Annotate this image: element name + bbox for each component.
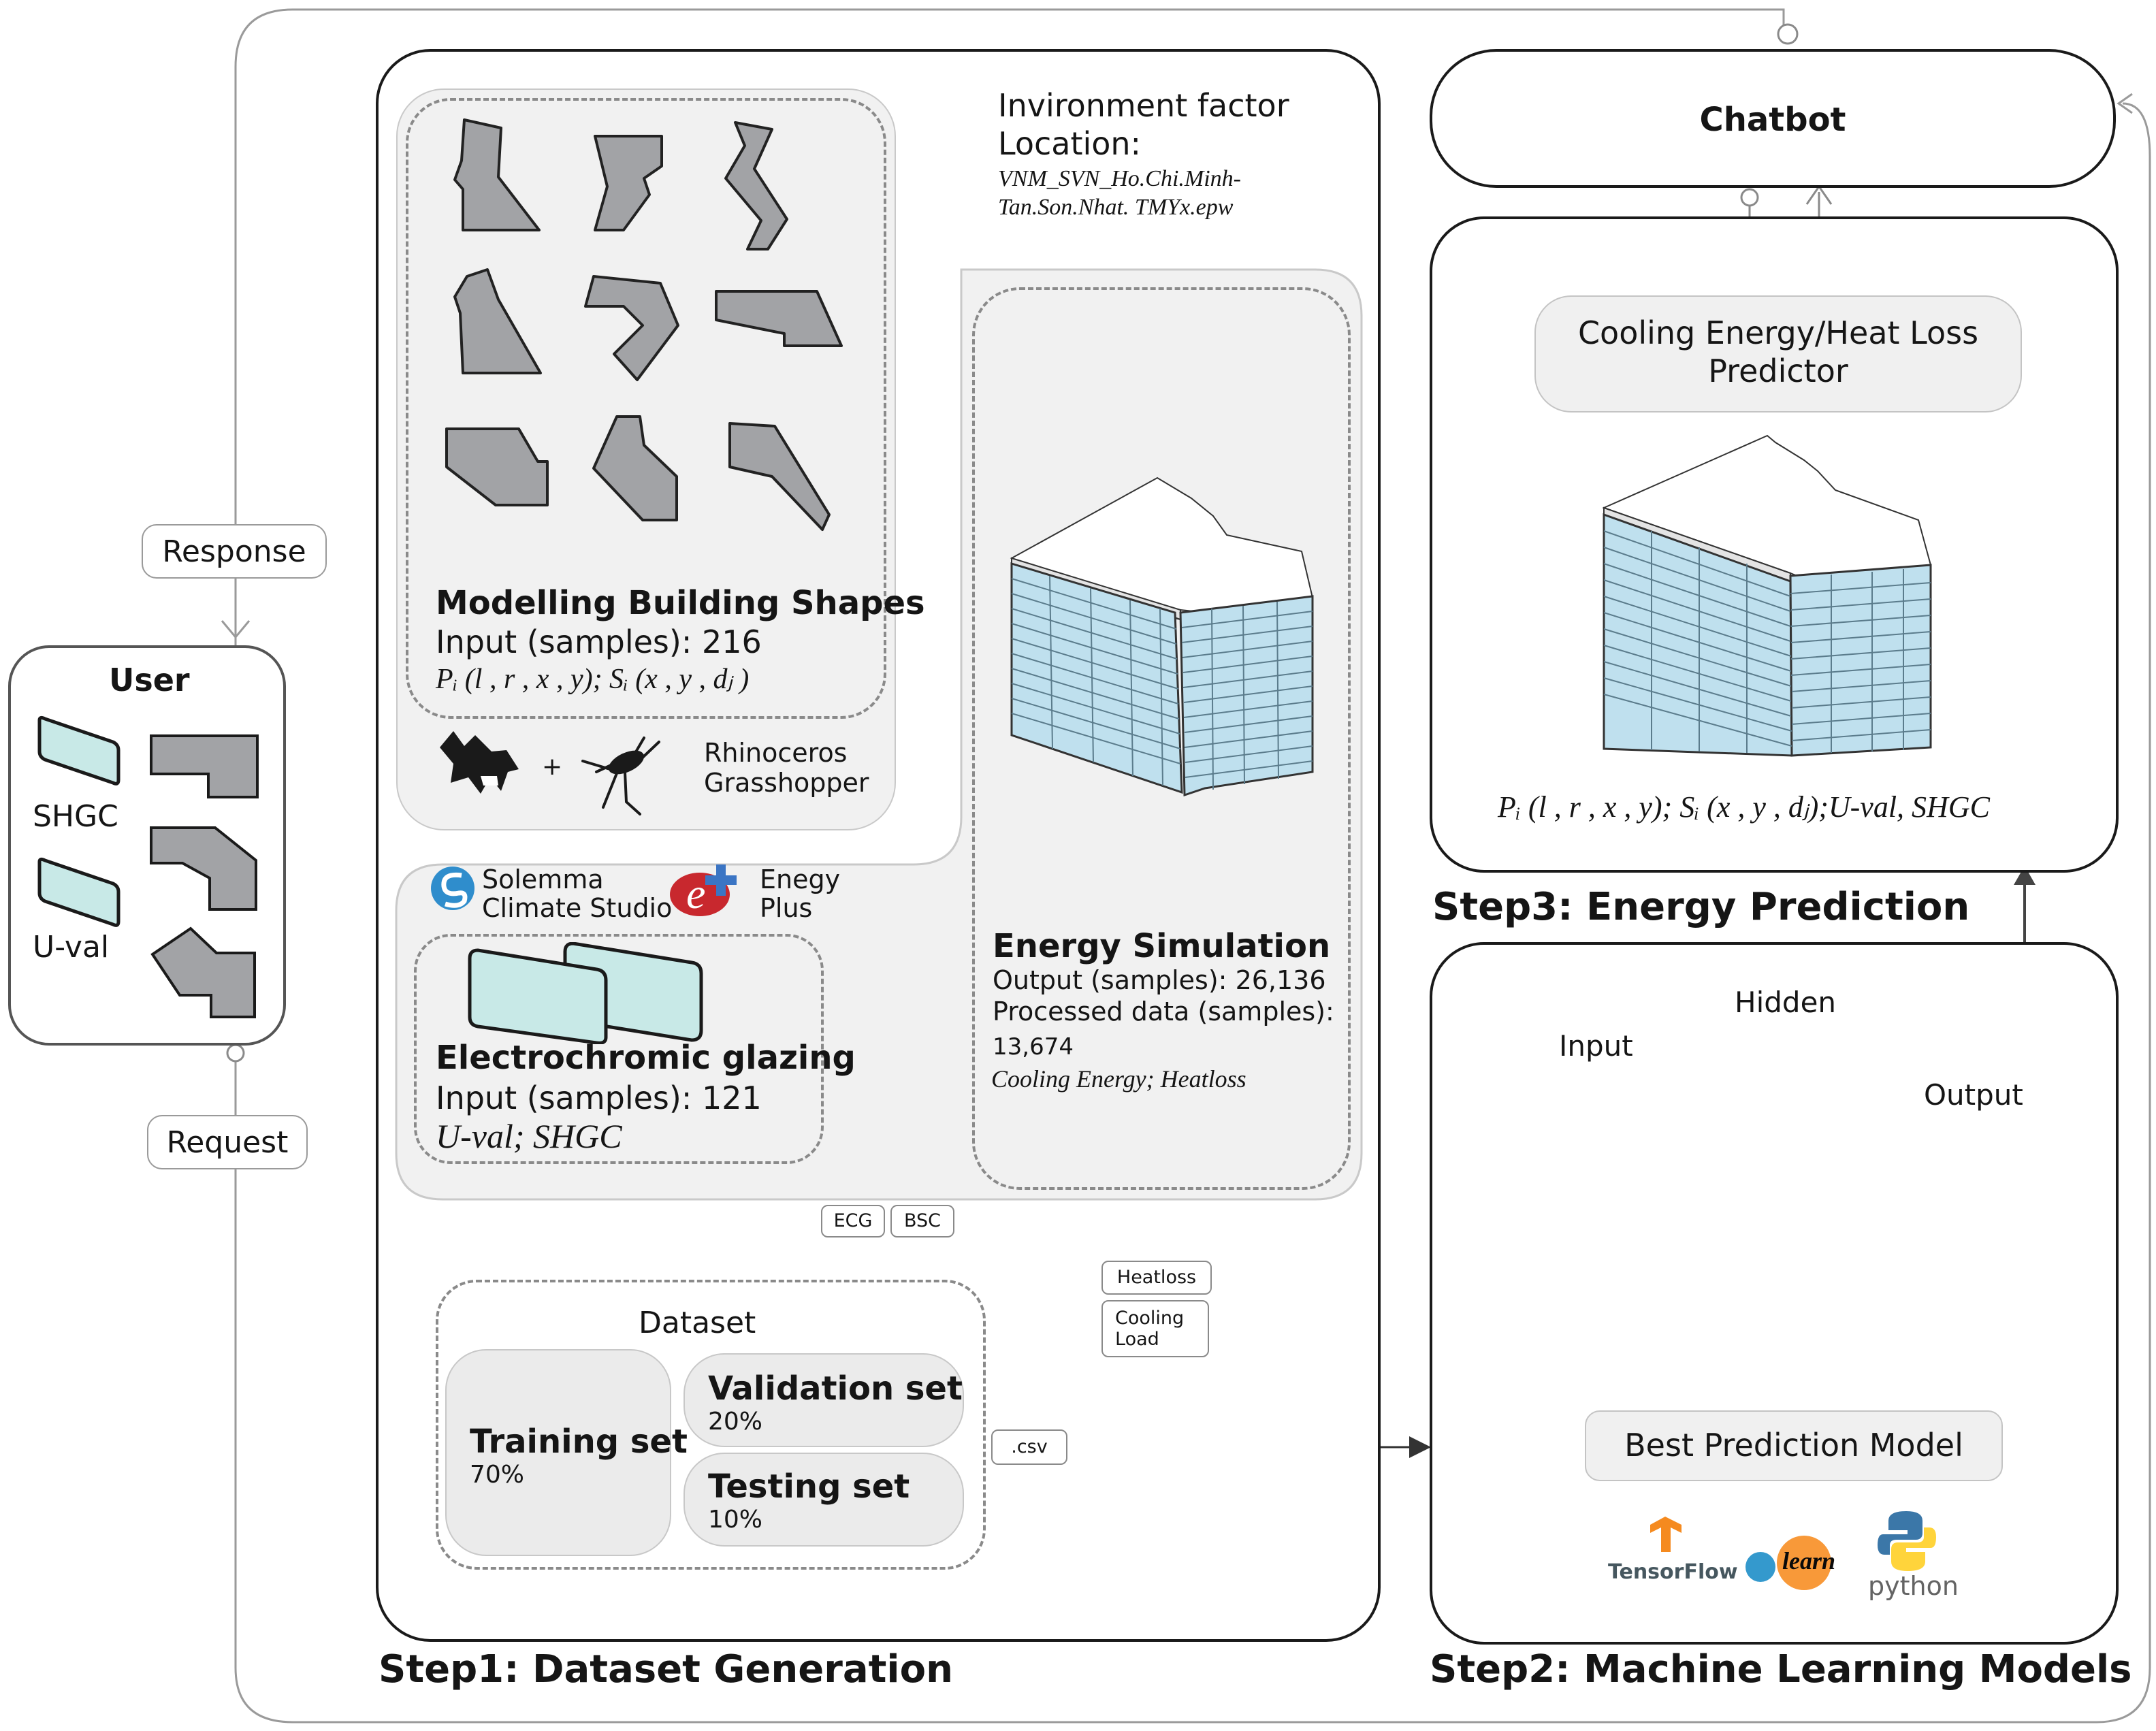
python-logo-icon xyxy=(1878,1511,1936,1571)
tensorflow-label: TensorFlow xyxy=(1608,1560,1738,1584)
glazing-input: Input (samples): 121 xyxy=(436,1080,762,1116)
nn-hidden-label: Hidden xyxy=(1735,986,1837,1019)
cooling-load-tag: Cooling Load xyxy=(1101,1300,1209,1357)
rhino-logo-icon xyxy=(440,731,519,794)
python-label: python xyxy=(1868,1571,1959,1601)
prediction-building-image xyxy=(1602,434,1932,757)
csv-tag: .csv xyxy=(991,1429,1067,1465)
building-shape-grid xyxy=(445,118,843,531)
tensorflow-logo-icon xyxy=(1650,1517,1682,1552)
glazing-formula: U-val; SHGC xyxy=(436,1117,622,1155)
validation-set-box xyxy=(683,1353,964,1447)
grasshopper-logo-icon xyxy=(581,737,660,815)
chatbot-label: Chatbot xyxy=(1699,101,1846,139)
user-title: User xyxy=(109,662,190,698)
shapes-title: Modelling Building Shapes xyxy=(436,584,925,622)
dataset-title: Dataset xyxy=(639,1306,756,1340)
outer-loop-line xyxy=(234,8,2151,1724)
electrochromic-glazing-icon xyxy=(468,942,703,1044)
environment-title: Invironment factor xyxy=(998,87,1289,124)
sklearn-label: learn xyxy=(1782,1547,1836,1574)
best-model-label: Best Prediction Model xyxy=(1624,1427,1963,1463)
uval-glazing-icon xyxy=(37,857,120,927)
user-shape-1-icon xyxy=(150,734,259,798)
rhino-label: Rhinoceros xyxy=(704,738,848,768)
glazing-dashed-box xyxy=(414,934,824,1164)
location-label: Location: xyxy=(998,125,1142,162)
step3-formula: Pᵢ (l , r , x , y); Sᵢ (x , y , dⱼ);U-va… xyxy=(1498,790,1990,824)
nn-input-label: Input xyxy=(1559,1029,1633,1063)
user-shape-2-icon xyxy=(150,826,257,911)
validation-set-pct: 20% xyxy=(708,1408,763,1436)
simulation-building-image xyxy=(1010,476,1314,796)
step1-title: Step1: Dataset Generation xyxy=(379,1647,953,1692)
training-set-pct: 70% xyxy=(470,1461,525,1489)
solemma-logo-icon xyxy=(431,867,474,910)
testing-set-label: Testing set xyxy=(708,1468,910,1506)
testing-set-box xyxy=(683,1453,964,1547)
predictor-label-line1: Cooling Energy/Heat Loss xyxy=(1577,314,1979,351)
grasshopper-label: Grasshopper xyxy=(704,768,869,798)
testing-set-pct: 10% xyxy=(708,1506,763,1534)
simulation-output: Output (samples): 26,136 xyxy=(993,965,1326,995)
heatloss-tag: Heatloss xyxy=(1101,1261,1212,1295)
request-label: Request xyxy=(147,1115,308,1169)
simulation-outputs: Cooling Energy; Heatloss xyxy=(991,1065,1246,1093)
energyplus-label-line1: Enegy xyxy=(760,864,841,894)
predictor-label-line2: Predictor xyxy=(1708,353,1848,389)
simulation-processed-value: 13,674 xyxy=(993,1033,1074,1061)
weather-file-line2: Tan.Son.Nhat. TMYx.epw xyxy=(998,195,1234,220)
outer-loop-connector xyxy=(1777,23,1799,45)
predictor-box xyxy=(1534,295,2022,412)
step3-title: Step3: Energy Prediction xyxy=(1432,885,1970,929)
uval-label: U-val xyxy=(33,930,110,965)
simulation-dashed-box xyxy=(972,287,1351,1190)
best-model-box xyxy=(1585,1410,2003,1481)
step2-title: Step2: Machine Learning Models xyxy=(1430,1647,2132,1692)
energyplus-logo-icon: e xyxy=(670,864,737,918)
plus-sign: + xyxy=(542,753,563,781)
simulation-title: Energy Simulation xyxy=(993,927,1331,965)
response-arrow xyxy=(221,620,251,639)
response-label: Response xyxy=(142,524,327,579)
shgc-glazing-icon xyxy=(37,715,120,786)
bsc-tag: BSC xyxy=(890,1205,954,1237)
training-set-box xyxy=(445,1349,671,1556)
user-shape-3-icon xyxy=(150,926,256,1018)
weather-file-line1: VNM_SVN_Ho.Chi.Minh- xyxy=(998,166,1241,191)
step2-panel xyxy=(1430,942,2119,1645)
svg-text:e: e xyxy=(686,869,705,918)
validation-set-label: Validation set xyxy=(708,1370,963,1408)
request-connector xyxy=(226,1044,245,1063)
dataset-dashed-box xyxy=(436,1280,986,1570)
sklearn-logo-icon xyxy=(1745,1536,1831,1590)
solemma-label: Solemma xyxy=(482,864,604,894)
glazing-title: Electrochromic glazing xyxy=(436,1039,856,1077)
ecg-tag: ECG xyxy=(821,1205,885,1237)
simulation-processed: Processed data (samples): xyxy=(993,997,1334,1026)
outer-loop-arrow xyxy=(2117,93,2133,114)
energyplus-label-line2: Plus xyxy=(760,893,813,923)
chatbot-box xyxy=(1430,49,2116,188)
climate-studio-label: Climate Studio xyxy=(482,893,673,923)
shgc-label: SHGC xyxy=(33,799,118,834)
nn-output-label: Output xyxy=(1924,1078,2023,1112)
shapes-input: Input (samples): 216 xyxy=(436,624,762,660)
shapes-formula: Pᵢ (l , r , x , y); Sᵢ (x , y , dⱼ ) xyxy=(436,664,750,695)
training-set-label: Training set xyxy=(470,1423,688,1461)
building-shapes-dashed-box xyxy=(406,98,886,719)
